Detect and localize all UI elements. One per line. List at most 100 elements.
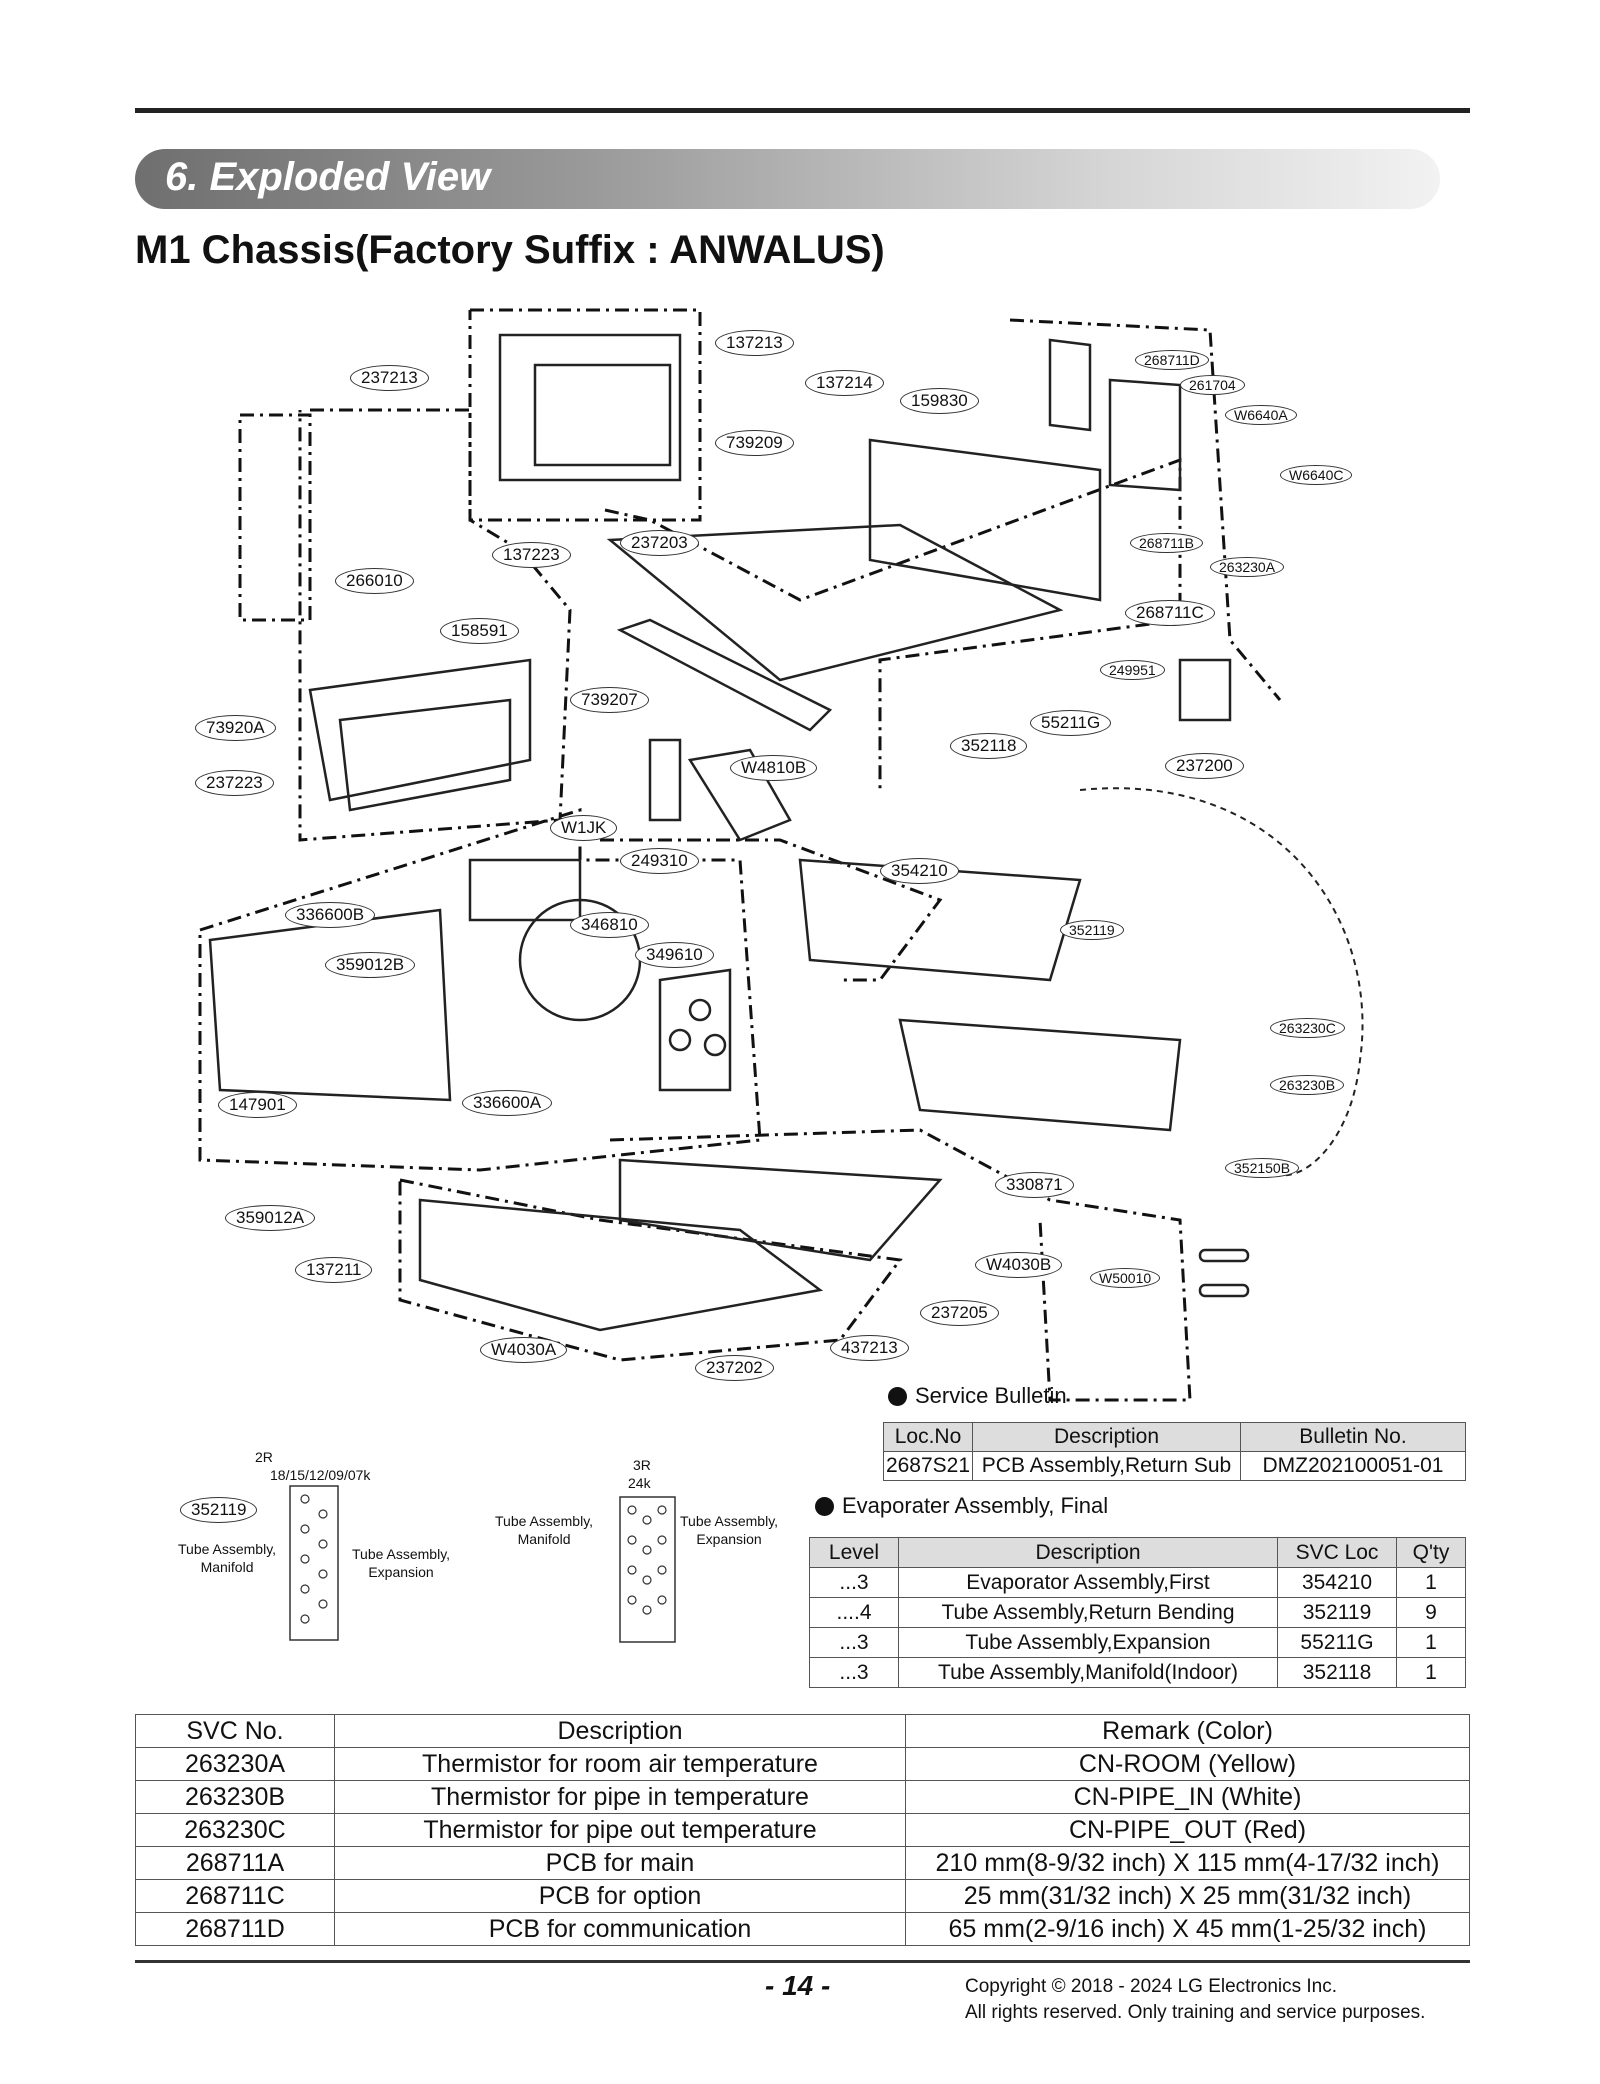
- col-header: Description: [972, 1422, 1241, 1452]
- col-header: Remark (Color): [905, 1714, 1470, 1748]
- cell: 352119: [1277, 1597, 1397, 1628]
- copyright-line-1: Copyright © 2018 - 2024 LG Electronics I…: [965, 1976, 1338, 1997]
- tube-manifold-label: Tube Assembly, Manifold: [178, 1541, 277, 1575]
- col-header: Level: [809, 1537, 899, 1568]
- table-row: ....4 Tube Assembly,Return Bending 35211…: [809, 1597, 1466, 1628]
- tube-diagram-2r-rows: 2R: [255, 1449, 273, 1465]
- part-callout: W6640C: [1280, 465, 1353, 485]
- copyright-line-2: All rights reserved. Only training and s…: [965, 2002, 1426, 2023]
- section-banner: 6. Exploded View: [135, 149, 1440, 209]
- part-callout: 739207: [570, 687, 649, 713]
- table-row: 268711A PCB for main 210 mm(8-9/32 inch)…: [135, 1846, 1470, 1880]
- cell: 354210: [1277, 1567, 1397, 1598]
- cell: 263230B: [135, 1780, 335, 1814]
- cell: Evaporator Assembly,First: [898, 1567, 1278, 1598]
- part-callout: 137211: [295, 1257, 373, 1283]
- exploded-view-diagram: 137213 237213 137214 159830 739209 26871…: [180, 300, 1370, 1410]
- cell: DMZ202100051-01: [1240, 1451, 1466, 1481]
- tube-manifold-label: Tube Assembly, Manifold: [495, 1513, 594, 1547]
- tube-diagram-3r-models: 24k: [628, 1475, 651, 1491]
- cell: PCB for communication: [334, 1912, 906, 1946]
- cell: ...3: [809, 1567, 899, 1598]
- part-callout: W50010: [1090, 1268, 1161, 1288]
- part-callout: W1JK: [550, 815, 618, 841]
- cell: 263230C: [135, 1813, 335, 1847]
- part-callout: 237213: [350, 365, 429, 391]
- section-title: 6. Exploded View: [165, 155, 491, 199]
- part-callout: 263230B: [1270, 1075, 1345, 1095]
- col-header: SVC Loc: [1277, 1537, 1397, 1568]
- part-callout: 268711C: [1125, 600, 1215, 626]
- cell: Thermistor for room air temperature: [334, 1747, 906, 1781]
- cell: CN-PIPE_IN (White): [905, 1780, 1470, 1814]
- part-callout: 237223: [195, 770, 274, 796]
- diagram-drawing: [198, 308, 1364, 1402]
- col-header: Bulletin No.: [1240, 1422, 1466, 1452]
- service-bulletin-title: Service Bulletin: [915, 1383, 1067, 1408]
- tube-expansion-label: Tube Assembly, Expansion: [352, 1546, 451, 1580]
- part-callout: W4810B: [730, 755, 818, 781]
- part-callout: 237202: [695, 1355, 774, 1381]
- cell: Tube Assembly,Expansion: [898, 1627, 1278, 1658]
- bottom-rule: [135, 1960, 1470, 1963]
- part-callout: 261704: [1180, 375, 1245, 395]
- part-callout: 330871: [995, 1172, 1074, 1198]
- part-callout: 266010: [335, 568, 414, 594]
- cell: PCB Assembly,Return Sub: [972, 1451, 1241, 1481]
- cell: 263230A: [135, 1747, 335, 1781]
- part-callout: 55211G: [1030, 710, 1112, 736]
- evaporator-table: Level Description SVC Loc Q'ty ...3 Evap…: [809, 1537, 1466, 1688]
- part-callout: 352118: [950, 733, 1028, 759]
- table-row: 268711C PCB for option 25 mm(31/32 inch)…: [135, 1879, 1470, 1913]
- part-callout: 268711D: [1135, 350, 1209, 370]
- cell: 1: [1396, 1567, 1466, 1598]
- table-row: 263230C Thermistor for pipe out temperat…: [135, 1813, 1470, 1847]
- cell: 65 mm(2-9/16 inch) X 45 mm(1-25/32 inch): [905, 1912, 1470, 1946]
- part-callout: W6640A: [1225, 405, 1297, 425]
- evaporator-title: Evaporater Assembly, Final: [842, 1493, 1109, 1518]
- cell: 268711D: [135, 1912, 335, 1946]
- col-header: Loc.No: [883, 1422, 973, 1452]
- tube-diagram-2r: [289, 1485, 339, 1641]
- cell: Tube Assembly,Return Bending: [898, 1597, 1278, 1628]
- table-row: ...3 Tube Assembly,Manifold(Indoor) 3521…: [809, 1657, 1466, 1688]
- part-callout: 249310: [620, 848, 699, 874]
- cell: 25 mm(31/32 inch) X 25 mm(31/32 inch): [905, 1879, 1470, 1913]
- part-callout: 158591: [440, 618, 519, 644]
- cell: 268711A: [135, 1846, 335, 1880]
- tube-diagram-3r: [619, 1496, 676, 1643]
- part-callout: 137213: [715, 330, 794, 356]
- service-bulletin-heading: Service Bulletin: [888, 1383, 1067, 1409]
- table-row: 268711D PCB for communication 65 mm(2-9/…: [135, 1912, 1470, 1946]
- table-row: ...3 Evaporator Assembly,First 354210 1: [809, 1567, 1466, 1598]
- part-callout: 359012A: [225, 1205, 316, 1231]
- part-callout: W4030B: [975, 1252, 1063, 1278]
- copyright: Copyright © 2018 - 2024 LG Electronics I…: [965, 1974, 1425, 2026]
- service-bulletin-table: Loc.No Description Bulletin No. 2687S21 …: [883, 1422, 1466, 1481]
- part-callout: 336600A: [462, 1090, 553, 1116]
- col-header: Description: [334, 1714, 906, 1748]
- part-callout: 263230A: [1210, 557, 1285, 577]
- part-callout: 137214: [805, 370, 884, 396]
- part-callout: 346810: [570, 912, 649, 938]
- col-header: Description: [898, 1537, 1278, 1568]
- part-callout: 237205: [920, 1300, 999, 1326]
- part-callout: 739209: [715, 430, 794, 456]
- table-row: ...3 Tube Assembly,Expansion 55211G 1: [809, 1627, 1466, 1658]
- chassis-title: M1 Chassis(Factory Suffix : ANWALUS): [135, 228, 885, 272]
- cell: ...3: [809, 1657, 899, 1688]
- part-callout: 349610: [635, 942, 714, 968]
- cell: ...3: [809, 1627, 899, 1658]
- tube-callout: 352119: [180, 1497, 258, 1523]
- cell: 352118: [1277, 1657, 1397, 1688]
- bullet-icon: [815, 1497, 834, 1516]
- svc-table: SVC No. Description Remark (Color) 26323…: [135, 1714, 1470, 1946]
- top-rule: [135, 108, 1470, 113]
- cell: Tube Assembly,Manifold(Indoor): [898, 1657, 1278, 1688]
- tube-diagram-2r-models: 18/15/12/09/07k: [270, 1467, 371, 1483]
- part-callout: 137223: [492, 542, 571, 568]
- col-header: Q'ty: [1396, 1537, 1466, 1568]
- part-callout: W4030A: [480, 1337, 568, 1363]
- cell: PCB for main: [334, 1846, 906, 1880]
- part-callout: 359012B: [325, 952, 416, 978]
